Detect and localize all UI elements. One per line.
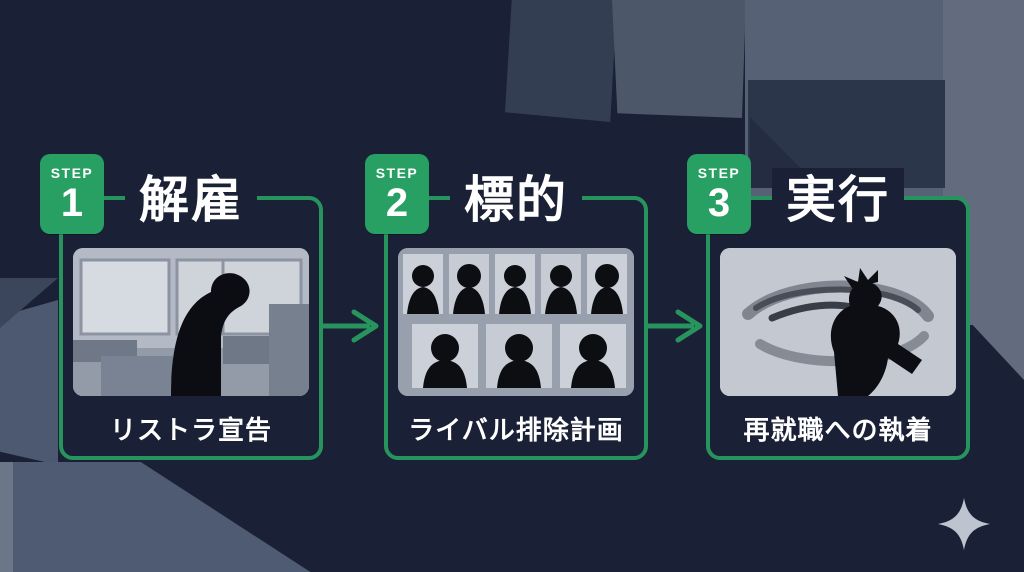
sparkle-icon xyxy=(938,498,990,550)
step-2-caption: ライバル排除計画 xyxy=(408,415,624,445)
bg-shape-right-triangle xyxy=(972,325,1024,380)
step-3-badge-label: STEP xyxy=(697,164,741,181)
step-1-badge-number: 1 xyxy=(60,180,84,225)
arrow-right-icon xyxy=(322,309,379,343)
step-card-3: STEP 3 実行 再就職への執着 xyxy=(687,154,970,460)
step-3-title: 実行 xyxy=(772,168,904,232)
bg-shape-top-gray xyxy=(612,0,746,118)
step-2-badge-number: 2 xyxy=(385,180,409,225)
step-card-2: STEP 2 標的 xyxy=(365,154,648,460)
step-2-badge-label: STEP xyxy=(375,164,419,181)
rival-portraits-grid-icon xyxy=(398,248,634,396)
step-card-1: STEP 1 解雇 リストラ宣告 xyxy=(40,154,323,460)
step-1-title: 解雇 xyxy=(125,168,257,232)
rival-portraits-image xyxy=(398,248,634,396)
bg-shape-top-slate xyxy=(505,0,617,122)
arrow-right-icon xyxy=(646,309,703,343)
bg-shape-bottom-left xyxy=(0,462,311,572)
struggling-figure-image xyxy=(720,248,956,396)
step-1-badge-label: STEP xyxy=(50,164,94,181)
bg-shape-bottom-stripe xyxy=(0,462,13,572)
step-3-caption: 再就職への執着 xyxy=(743,415,933,445)
office-dismissal-silhouette-icon xyxy=(73,248,309,396)
step-2-title: 標的 xyxy=(450,168,582,232)
bg-shape-right-ext xyxy=(967,285,1024,325)
step-1-caption: リストラ宣告 xyxy=(109,415,272,445)
bg-shape-left-strip xyxy=(0,300,58,465)
step-3-badge: STEP 3 xyxy=(687,154,751,234)
struggling-figure-action-icon xyxy=(720,248,956,396)
step-1-badge: STEP 1 xyxy=(40,154,104,234)
step-3-badge-number: 3 xyxy=(707,180,731,225)
step-2-badge: STEP 2 xyxy=(365,154,429,234)
office-dismissal-image xyxy=(73,248,309,396)
